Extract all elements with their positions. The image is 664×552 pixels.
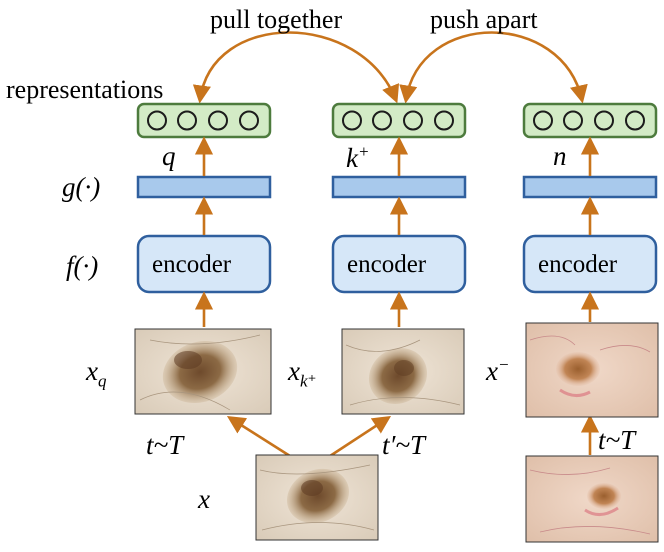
rep-label-k: k+ xyxy=(346,142,370,173)
projection-head-k xyxy=(331,175,467,199)
rep-label-n: n xyxy=(553,141,567,171)
projection-head-q xyxy=(136,175,272,199)
push-apart-label: push apart xyxy=(430,5,538,34)
image-x-minus-source xyxy=(525,455,659,543)
arrow-source-to-q xyxy=(226,416,291,458)
image-x-k-plus xyxy=(341,328,465,415)
view-label-xq: xq xyxy=(86,356,107,391)
rep-label-q: q xyxy=(162,141,176,171)
source-label-x: x xyxy=(198,484,210,514)
encoder-n-label: encoder xyxy=(538,251,618,278)
representations-label: representations xyxy=(6,75,164,104)
encoder-function-label: f(·) xyxy=(66,251,99,281)
arrow-source-to-k xyxy=(329,416,392,458)
pull-together-label: pull together xyxy=(210,5,343,34)
aug-label-n: t~T xyxy=(598,425,636,455)
image-x-q xyxy=(134,328,272,415)
aug-label-k: t′~T xyxy=(382,430,426,460)
push-apart-arrow xyxy=(399,31,588,104)
projection-head-n xyxy=(522,175,658,199)
pull-together-arrow xyxy=(192,31,400,104)
view-label-xneg: x− xyxy=(486,355,510,386)
rep-label-k-sup: + xyxy=(357,142,370,161)
image-x-source xyxy=(255,454,379,541)
encoder-q-label: encoder xyxy=(152,251,232,278)
image-x-minus xyxy=(525,322,659,418)
aug-label-q: t~T xyxy=(146,430,184,460)
representation-n xyxy=(522,102,658,139)
view-label-xk: xk⁺ xyxy=(288,356,317,391)
projection-head-label: g(·) xyxy=(62,172,101,202)
view-label-xk-sub: k⁺ xyxy=(299,371,317,391)
representation-q xyxy=(136,102,272,139)
view-label-xq-sub: q xyxy=(97,371,107,391)
representation-k-plus xyxy=(331,102,467,139)
encoder-k-label: encoder xyxy=(347,251,427,278)
view-label-xneg-sup: − xyxy=(497,355,510,374)
